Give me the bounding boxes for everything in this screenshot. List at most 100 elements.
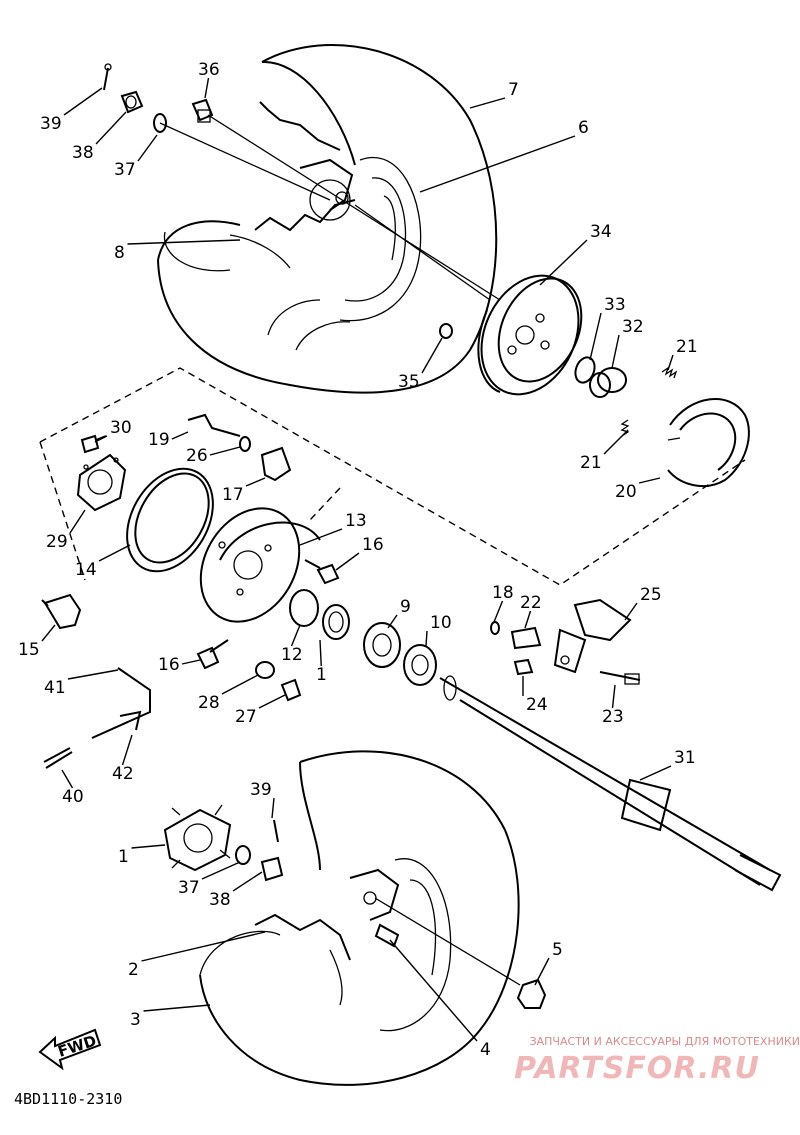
callout-leader	[61, 769, 74, 789]
callout-7: 7	[469, 80, 519, 109]
callout-37-2: 37	[178, 861, 241, 898]
callout-leader	[201, 861, 241, 880]
callout-35: 35	[398, 337, 443, 392]
watermark-caption: ЗАПЧАСТИ И АКСЕССУАРЫ ДЛЯ МОТОТЕХНИКИ	[529, 1035, 800, 1048]
bolt-16-lower	[196, 639, 229, 670]
nut-5	[516, 978, 547, 1009]
callout-number: 10	[430, 613, 452, 633]
callout-leader	[493, 600, 504, 623]
callout-22: 22	[520, 593, 542, 629]
callout-leader	[524, 610, 532, 629]
callout-leader	[667, 354, 674, 371]
callout-24: 24	[522, 676, 548, 715]
callout-layer: 1123456789101213141516161718192021212223…	[18, 60, 698, 1060]
callout-number: 8	[114, 243, 125, 263]
watermark-logo: PARTSFOR.RU	[514, 1051, 760, 1086]
bearing-12	[289, 589, 319, 627]
top-hardware	[103, 63, 453, 339]
callout-25: 25	[624, 585, 662, 621]
callout-21-2: 21	[580, 429, 629, 473]
callout-leader	[69, 509, 86, 534]
callout-9: 9	[387, 597, 411, 629]
brake-shoes	[667, 398, 750, 488]
callout-leader	[204, 77, 210, 99]
brake-spring-lower	[620, 419, 630, 437]
callout-leader	[624, 602, 638, 621]
callout-leader	[425, 630, 428, 647]
callout-number: 20	[615, 482, 637, 502]
callout-number: 1	[316, 665, 327, 685]
callout-20: 20	[615, 477, 661, 502]
washer-37-lower	[235, 845, 251, 865]
callout-number: 27	[235, 707, 257, 727]
callout-14: 14	[75, 544, 131, 580]
callout-number: 21	[580, 453, 602, 473]
svg-text:FWD: FWD	[56, 1032, 99, 1061]
cam-lever	[510, 598, 641, 685]
callout-leader	[419, 135, 576, 193]
callout-number: 4	[480, 1040, 491, 1060]
callout-10: 10	[425, 613, 452, 647]
washer-26	[239, 436, 251, 452]
callout-number: 41	[44, 678, 66, 698]
brake-panel	[199, 507, 321, 623]
collar-28	[255, 661, 275, 679]
callout-number: 17	[222, 485, 244, 505]
rear-axle	[439, 675, 782, 892]
callout-number: 3	[130, 1010, 141, 1030]
pin-40	[43, 747, 73, 769]
callout-number: 7	[508, 80, 519, 100]
stud-15	[41, 593, 82, 630]
wheel-hub	[163, 804, 232, 872]
callout-number: 33	[604, 295, 626, 315]
callout-38: 38	[72, 111, 127, 163]
seal-10	[403, 644, 437, 686]
lower-tire	[199, 750, 520, 1086]
callout-leader	[319, 639, 322, 667]
callout-number: 13	[345, 511, 367, 531]
callout-number: 2	[128, 960, 139, 980]
callout-13: 13	[299, 511, 367, 546]
brake-spring-upper	[661, 366, 678, 379]
callout-number: 6	[578, 118, 589, 138]
callout-8: 8	[114, 239, 241, 263]
callout-leader	[121, 734, 133, 766]
callout-number: 18	[492, 583, 514, 603]
callout-leader	[94, 435, 108, 443]
callout-number: 38	[72, 143, 94, 163]
callout-4: 4	[389, 939, 491, 1060]
callout-leader	[539, 239, 588, 286]
callout-number: 23	[602, 707, 624, 727]
oil-seal	[126, 467, 214, 573]
callout-leader	[258, 694, 286, 709]
callout-number: 40	[62, 787, 84, 807]
callout-16-2: 16	[158, 655, 201, 675]
callout-40: 40	[61, 769, 84, 807]
callout-number: 16	[158, 655, 180, 675]
callout-leader	[603, 429, 629, 455]
callout-leader	[67, 669, 119, 680]
brake-drum	[477, 274, 583, 396]
rod-41	[91, 667, 151, 739]
lower-wheel-rim	[254, 868, 400, 1006]
bracket-17	[260, 446, 292, 482]
callout-32: 32	[611, 317, 644, 369]
callout-number: 29	[46, 532, 68, 552]
bearing-housing	[76, 453, 127, 512]
callout-leader	[335, 552, 360, 571]
callout-42: 42	[112, 734, 134, 784]
callout-29: 29	[46, 509, 86, 552]
callout-number: 37	[114, 160, 136, 180]
callout-number: 9	[400, 597, 411, 617]
callout-leader	[638, 477, 661, 484]
callout-12: 12	[281, 624, 303, 665]
callout-3: 3	[130, 1004, 211, 1030]
callout-leader	[63, 87, 103, 116]
callout-number: 35	[398, 372, 420, 392]
callout-number: 14	[75, 560, 97, 580]
callout-number: 25	[640, 585, 662, 605]
nut-38-lower	[260, 856, 284, 882]
bearing-1	[322, 604, 350, 640]
upper-wheel-rim	[229, 101, 356, 269]
